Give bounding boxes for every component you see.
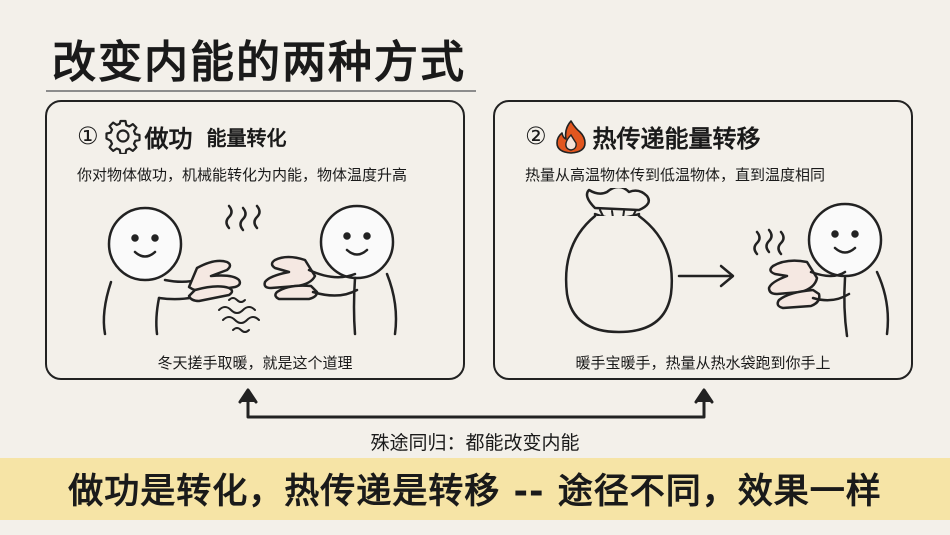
card-description: 你对物体做功，机械能转化为内能，物体温度升高	[77, 166, 408, 184]
title-underline	[46, 90, 476, 92]
page-title: 改变内能的两种方式	[52, 37, 466, 88]
hot-water-bag	[564, 188, 674, 334]
card-caption: 暖手宝暖手，热量从热水袋跑到你手上	[575, 354, 831, 372]
person	[807, 202, 890, 338]
heat-transfer-card-header: ② 热传递能量转移	[525, 118, 761, 154]
work-card: ① 做功 能量转化 你对物体做功，机械能转化为内能，物体温度升高	[45, 100, 465, 380]
card-number: ①	[77, 122, 99, 150]
hot-water-bag-illustration	[564, 188, 890, 338]
transfer-arrow	[677, 264, 735, 288]
left-hands	[187, 259, 242, 303]
right-person	[307, 204, 398, 336]
flame-icon	[555, 120, 586, 154]
card-subheading: 能量转化	[206, 125, 287, 150]
right-hands	[263, 255, 319, 301]
summary-banner-text: 做功是转化，热传递是转移 -- 途径不同，效果一样	[68, 472, 882, 512]
gear-icon	[104, 119, 141, 154]
work-card-header: ① 做功 能量转化	[77, 118, 287, 154]
steam-lines	[225, 204, 261, 232]
card-caption: 冬天搓手取暖，就是这个道理	[157, 354, 353, 372]
card-heading: 热传递能量转移	[592, 124, 761, 153]
connector-label: 殊途同归：都能改变内能	[370, 432, 580, 454]
card-number: ②	[525, 122, 547, 150]
summary-banner	[0, 458, 950, 520]
steam-lines	[753, 228, 785, 256]
card-description: 热量从高温物体传到低温物体，直到温度相同	[525, 166, 826, 184]
hand-rubbing-illustration	[102, 204, 398, 336]
heat-waves	[218, 297, 260, 333]
card-heading: 做功	[144, 124, 193, 153]
heat-transfer-card: ② 热传递能量转移 热量从高温物体传到低温物体，直到温度相同	[493, 100, 913, 380]
